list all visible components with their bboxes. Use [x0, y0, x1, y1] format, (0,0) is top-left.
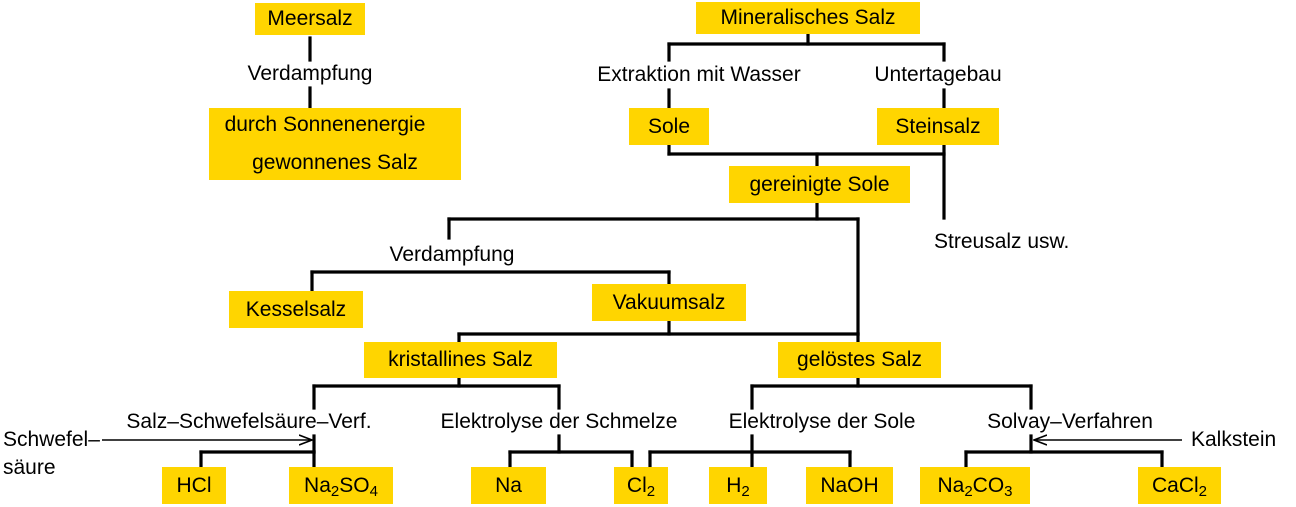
- formula: Na2CO3: [937, 473, 1013, 500]
- node-label: gereinigte Sole: [749, 172, 890, 196]
- node-kristallines-salz: kristallines Salz: [364, 342, 557, 378]
- node-kesselsalz: Kesselsalz: [229, 291, 363, 328]
- formula-subscript: 2: [964, 482, 973, 500]
- formula-subscript: 4: [369, 482, 378, 500]
- formula-subscript: 2: [741, 482, 750, 500]
- node-label: gelöstes Salz: [797, 348, 922, 372]
- formula-part: CO: [972, 473, 1005, 497]
- formula: Na2SO4: [304, 473, 378, 500]
- node-label: Steinsalz: [895, 114, 981, 138]
- product-cacl2: CaCl2: [1138, 467, 1221, 504]
- node-label: Sole: [647, 114, 691, 138]
- node-mineralisches-salz: Mineralisches Salz: [696, 2, 920, 34]
- label-verdampfung-top: Verdampfung: [247, 62, 373, 85]
- label-kalkstein: Kalkstein: [1191, 428, 1277, 451]
- label-schwefelsaeure: Schwefel– säure: [3, 426, 100, 482]
- label-elektrolyse-sole: Elektrolyse der Sole: [728, 410, 916, 433]
- product-na: Na: [471, 467, 546, 504]
- label-untertagebau: Untertagebau: [874, 63, 1002, 86]
- formula: H2: [726, 473, 750, 500]
- label-salz-schwefelsaeure-verf: Salz–Schwefelsäure–Verf.: [126, 410, 372, 433]
- label-elektrolyse-schmelze: Elektrolyse der Schmelze: [440, 410, 678, 433]
- node-gereinigte-sole: gereinigte Sole: [729, 166, 910, 203]
- node-sole: Sole: [629, 108, 709, 145]
- formula-subscript: 2: [1198, 482, 1208, 500]
- node-label: Vakuumsalz: [612, 290, 726, 314]
- product-na2co3: Na2CO3: [920, 467, 1030, 504]
- node-label: NaOH: [820, 473, 879, 497]
- label-extraktion: Extraktion mit Wasser: [597, 63, 801, 86]
- formula: Cl2: [626, 473, 656, 500]
- label-solvay-verfahren: Solvay–Verfahren: [987, 410, 1153, 433]
- label-verdampfung-mid: Verdampfung: [389, 243, 515, 266]
- formula-subscript: 3: [1004, 482, 1013, 500]
- node-vakuumsalz: Vakuumsalz: [592, 284, 746, 321]
- node-label: Kesselsalz: [245, 297, 347, 321]
- node-label: Na: [495, 473, 522, 497]
- product-naoh: NaOH: [806, 467, 893, 504]
- formula-part: SO: [339, 473, 370, 497]
- formula-part: Na: [304, 473, 331, 497]
- label-line: säure: [3, 456, 56, 479]
- product-h2: H2: [709, 467, 767, 504]
- node-label: Meersalz: [267, 7, 353, 31]
- formula-subscript: 2: [646, 482, 656, 500]
- node-label-line2: gewonnenes Salz: [252, 151, 418, 174]
- formula-part: Cl: [626, 473, 647, 497]
- formula-subscript: 2: [330, 482, 340, 500]
- formula: CaCl2: [1151, 473, 1208, 500]
- formula-part: CaCl: [1151, 473, 1199, 497]
- label-line: Schwefel–: [3, 428, 100, 451]
- label-streusalz: Streusalz usw.: [934, 230, 1070, 253]
- product-cl2: Cl2: [614, 467, 668, 504]
- formula-part: Na: [937, 473, 965, 497]
- node-steinsalz: Steinsalz: [877, 108, 999, 145]
- node-sonnensalz: durch Sonnenenergie gewonnenes Salz: [209, 108, 461, 180]
- product-na2so4: Na2SO4: [289, 467, 393, 504]
- node-label-line1: durch Sonnenenergie: [224, 113, 426, 136]
- node-label: HCl: [176, 473, 212, 497]
- formula-part: H: [726, 473, 742, 497]
- node-label: Mineralisches Salz: [720, 6, 896, 30]
- node-label: kristallines Salz: [388, 348, 533, 372]
- node-geloestes-salz: gelöstes Salz: [778, 342, 941, 378]
- node-meersalz: Meersalz: [255, 3, 365, 35]
- product-hcl: HCl: [162, 467, 226, 504]
